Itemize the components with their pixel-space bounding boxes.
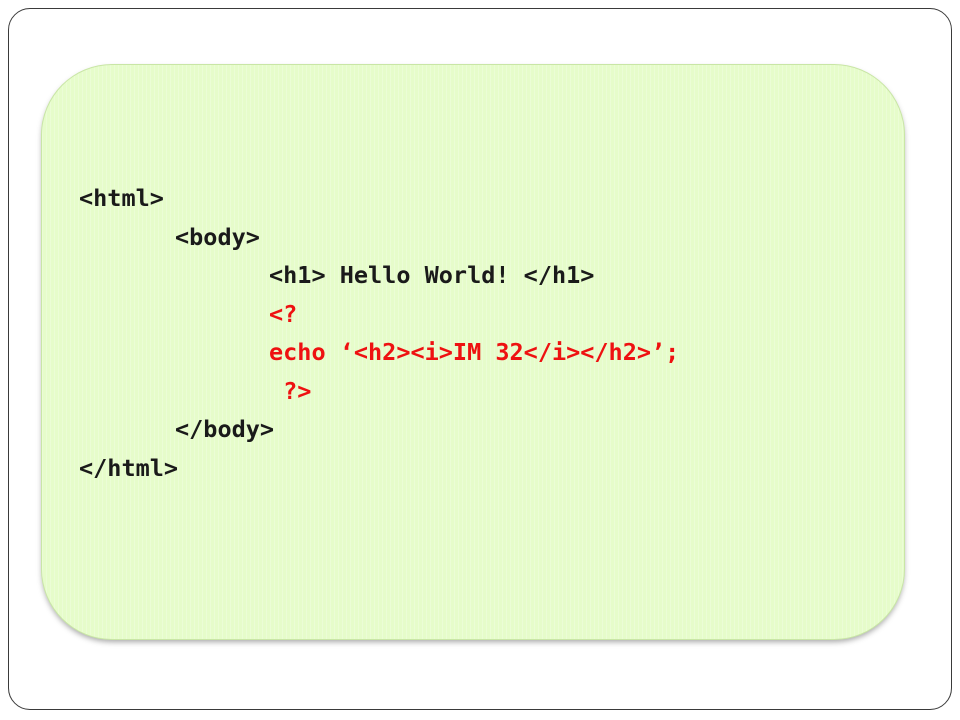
code-text: echo ‘<h2><i>IM 32</i></h2>’; (269, 338, 680, 366)
code-line-h1: <h1> Hello World! </h1> (79, 256, 679, 295)
code-text: <? (269, 299, 298, 328)
code-text: </html> (79, 453, 179, 482)
code-text: <body> (175, 222, 260, 251)
code-line-html-close: </html> (79, 449, 679, 488)
code-text: ?> (269, 376, 312, 405)
code-line-body-open: <body> (79, 218, 679, 257)
code-line-echo: echo ‘<h2><i>IM 32</i></h2>’; (79, 333, 679, 372)
code-line-body-close: </body> (79, 410, 679, 449)
code-text: <h1> Hello World! </h1> (269, 261, 595, 289)
code-line-php-close: ?> (79, 372, 679, 411)
code-line-html-open: <html> (79, 179, 679, 218)
code-text: <html> (79, 184, 164, 212)
code-line-php-open: <? (79, 295, 679, 334)
code-panel (42, 65, 904, 639)
code-text: </body> (175, 415, 275, 443)
code-block: <html> <body> <h1> Hello World! </h1> <? ech… (79, 179, 679, 487)
